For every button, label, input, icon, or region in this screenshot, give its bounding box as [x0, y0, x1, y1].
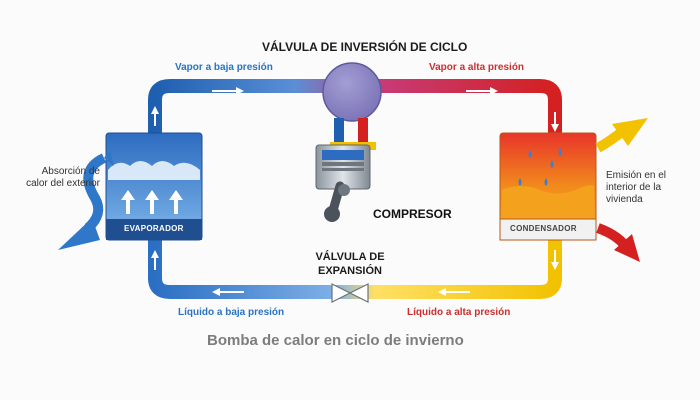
high-pressure-liquid-label: Líquido a alta presión	[407, 307, 511, 318]
emission-label: Emisión en el interior de la vivienda	[606, 170, 667, 205]
reversing-valve-label: VÁLVULA DE INVERSIÓN DE CICLO	[262, 40, 468, 54]
emission-arrows	[595, 118, 648, 262]
condenser	[499, 132, 597, 241]
low-pressure-vapor-label: Vapor a baja presión	[175, 62, 273, 73]
diagram-caption: Bomba de calor en ciclo de invierno	[207, 332, 464, 349]
high-pressure-vapor-label: Vapor a alta presión	[429, 62, 525, 73]
low-pressure-liquid-label: Líquido a baja presión	[178, 307, 285, 318]
flow-arrows	[151, 87, 559, 296]
evaporator	[105, 132, 203, 241]
reversing-valve	[322, 62, 382, 122]
expansion-valve-label: VÁLVULA DE EXPANSIÓN	[315, 251, 385, 277]
expansion-valve	[331, 283, 369, 303]
compressor	[315, 118, 376, 222]
absorption-arrow	[58, 150, 114, 250]
condenser-label: CONDENSADOR	[510, 224, 577, 233]
evaporator-label: EVAPORADOR	[124, 224, 184, 233]
absorption-label: Absorción de calor del exterior	[26, 166, 100, 189]
compressor-label: COMPRESOR	[373, 207, 452, 221]
